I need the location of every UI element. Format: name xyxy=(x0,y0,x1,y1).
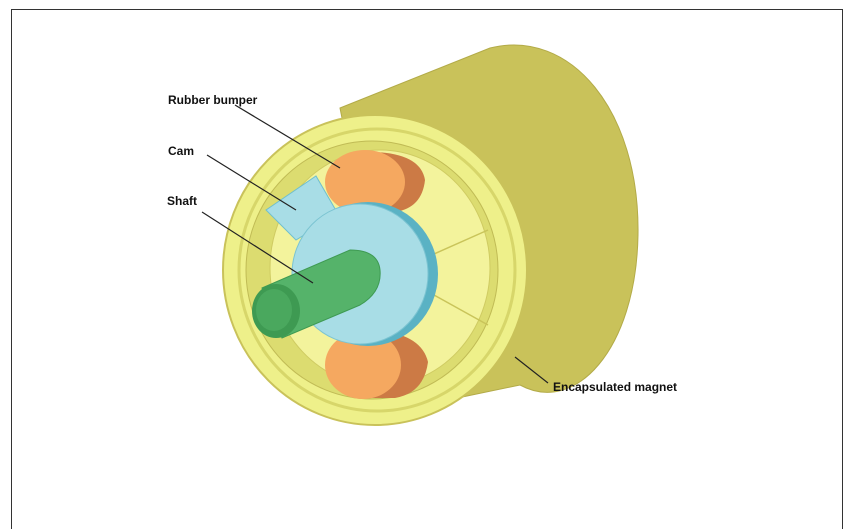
motor-diagram: Rubber bumper Cam Shaft Encapsulated mag… xyxy=(0,0,854,516)
label-shaft: Shaft xyxy=(167,194,197,208)
label-rubber-bumper: Rubber bumper xyxy=(168,93,258,107)
label-encapsulated-magnet: Encapsulated magnet xyxy=(553,380,677,394)
encapsulated-magnet xyxy=(223,45,638,425)
label-cam: Cam xyxy=(168,144,194,158)
